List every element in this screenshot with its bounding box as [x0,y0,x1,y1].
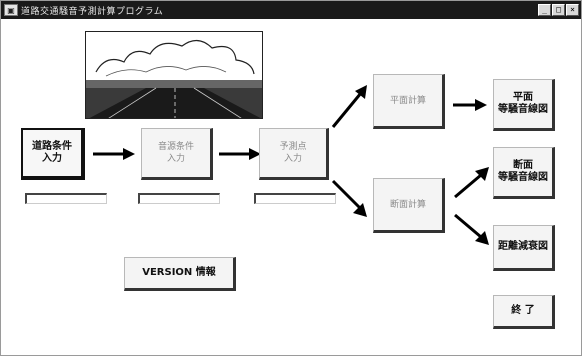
plan-calc-button[interactable]: 平面計算 [373,74,445,129]
arrow-down-right-icon [454,213,489,245]
section-contour-label: 断面 等騒音線図 [498,160,548,183]
road-condition-input-label: 道路条件 入力 [32,141,72,164]
plan-contour-label: 平面 等騒音線図 [498,92,548,115]
section-calc-button[interactable]: 断面計算 [373,178,445,233]
road-condition-input-button[interactable]: 道路条件 入力 [21,128,85,180]
window-controls: _ □ × [538,4,579,16]
arrow-right-icon [453,99,487,111]
section-calc-label: 断面計算 [389,199,426,210]
distance-decay-label: 距離減衰図 [498,241,548,252]
sound-source-input-label: 音源条件 入力 [157,142,194,164]
arrow-down-right-icon [331,179,367,217]
receiver-input-label: 予測点 入力 [279,142,307,164]
close-icon[interactable]: × [566,4,579,16]
title-bar: ▣ 道路交通騒音予測計算プログラム _ □ × [1,1,581,19]
arrow-up-right-icon [454,167,489,199]
sound-source-input-button[interactable]: 音源条件 入力 [141,128,213,180]
road-condition-field[interactable] [25,193,107,204]
minimize-icon[interactable]: _ [538,4,551,16]
sound-source-field[interactable] [138,193,220,204]
app-icon[interactable]: ▣ [4,4,18,16]
version-info-label: VERSION 情報 [142,267,216,278]
arrow-up-right-icon [331,85,367,128]
section-contour-button[interactable]: 断面 等騒音線図 [493,147,555,199]
road-illustration [85,31,263,119]
distance-decay-button[interactable]: 距離減衰図 [493,225,555,271]
maximize-icon[interactable]: □ [552,4,565,16]
arrow-right-icon [219,148,261,160]
road-scene-icon [86,32,262,118]
arrow-right-icon [93,148,135,160]
plan-contour-button[interactable]: 平面 等騒音線図 [493,79,555,131]
receiver-field[interactable] [254,193,336,204]
exit-label: 終 了 [511,305,535,316]
window-title: 道路交通騒音予測計算プログラム [21,6,164,17]
plan-calc-label: 平面計算 [389,95,426,106]
exit-button[interactable]: 終 了 [493,295,555,329]
receiver-input-button[interactable]: 予測点 入力 [259,128,329,180]
version-info-button[interactable]: VERSION 情報 [124,257,236,291]
